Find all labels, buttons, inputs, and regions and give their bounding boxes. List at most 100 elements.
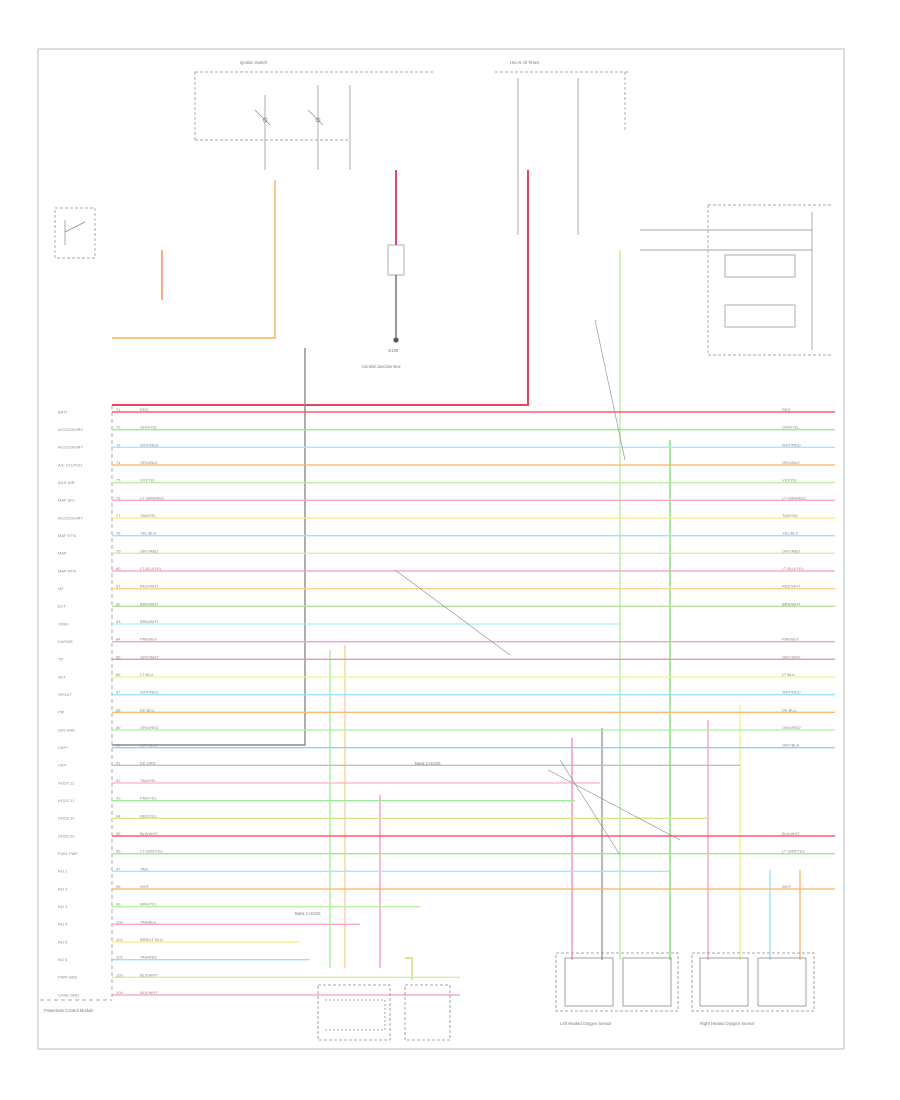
pcm-pin-number: 88 bbox=[116, 707, 121, 712]
pcm-pin-function: HO2S 22 bbox=[58, 833, 75, 838]
pcm-pin-function: INJ 3 bbox=[58, 904, 68, 909]
pcm-pin-number: 99 bbox=[116, 902, 121, 907]
pcm-pin-number: 104 bbox=[116, 990, 123, 995]
pcm-pin-number: 82 bbox=[116, 601, 121, 606]
pcm-pin-number: 94 bbox=[116, 813, 121, 818]
pcm-pin-number: 71 bbox=[116, 407, 121, 412]
pcm-wire-color: LT BLU bbox=[140, 672, 153, 677]
left-relay bbox=[54, 207, 96, 259]
pcm-module bbox=[40, 405, 113, 1001]
pcm-pin-function: INJ 4 bbox=[58, 922, 68, 927]
pcm-wire-color: RED/WHT bbox=[140, 584, 159, 589]
pcm-pin-function: INJ 5 bbox=[58, 939, 68, 944]
pcm-pin-function: MAP bbox=[58, 551, 67, 556]
pcm-wire-color: GRN/YEL bbox=[140, 425, 158, 430]
pcm-wire-color-far: RED/WHT bbox=[782, 584, 801, 589]
pcm-pin-number: 76 bbox=[116, 495, 121, 500]
pcm-pin-function: INJ 6 bbox=[58, 957, 68, 962]
pcm-pin-number: 102 bbox=[116, 955, 123, 960]
pcm-wire-color: TAN/YEL bbox=[140, 778, 157, 783]
relay-box bbox=[640, 204, 832, 356]
pcm-wire-color: WHT/RED bbox=[140, 690, 159, 695]
pcm-wire-color: BLK/WHT bbox=[140, 831, 158, 836]
pcm-wire-color-far: VIO/YEL bbox=[782, 478, 798, 483]
pcm-pin-number: 92 bbox=[116, 778, 121, 783]
pcm-wire-bundle bbox=[112, 411, 835, 996]
pcm-pin-number: 91 bbox=[116, 760, 121, 765]
pcm-wire-color-far: ORG/BLK bbox=[782, 460, 800, 465]
pcm-pin-function: IAT bbox=[58, 586, 64, 591]
pcm-pin-function: BATT bbox=[58, 409, 68, 414]
pcm-pin-function: MAP RTN bbox=[58, 568, 76, 573]
pcm-pin-number: 95 bbox=[116, 831, 121, 836]
pcm-pin-function: MAF RTN bbox=[58, 533, 76, 538]
pcm-pin-function: ACT bbox=[58, 674, 67, 679]
pcm-wire-color-far: LT GRN/YEL bbox=[782, 849, 806, 854]
sensor-boxes bbox=[555, 952, 815, 1012]
pcm-pin-function: TP bbox=[58, 657, 63, 662]
component-label-hot: Hot At All Times bbox=[510, 60, 539, 65]
pcm-pin-function: CKP- bbox=[58, 763, 68, 768]
component-label-fuse-panel: Central Junction Box bbox=[362, 364, 402, 369]
pcm-pin-function: IGN GND bbox=[58, 727, 75, 732]
component-label-sensor-left: Left Heated Oxygen Sensor bbox=[560, 1021, 612, 1026]
bottom-connectors bbox=[317, 984, 451, 1041]
pcm-wire-color: BRN/YEL bbox=[140, 902, 158, 907]
pcm-pin-number: 97 bbox=[116, 866, 121, 871]
pcm-pin-function: ACCESSORY bbox=[58, 445, 83, 450]
pcm-pin-number: 83 bbox=[116, 619, 121, 624]
pcm-pin-number: 79 bbox=[116, 548, 121, 553]
pcm-wire-color: PNK/YEL bbox=[140, 796, 158, 801]
pcm-pin-function: A/C CLUTCH bbox=[58, 462, 82, 467]
pcm-pin-function: INJ 2 bbox=[58, 886, 68, 891]
pcm-pin-function: HO2S 12 bbox=[58, 816, 75, 821]
leader-lines bbox=[394, 319, 681, 856]
component-label-bank2: Bank 2 HO2S bbox=[415, 761, 441, 766]
pcm-wire-color-far: GRY/BLK bbox=[782, 743, 800, 748]
pcm-wire-color: BRN/LT BLU bbox=[140, 937, 163, 942]
pcm-wire-color-far: WHT bbox=[782, 884, 792, 889]
pcm-pin-number: 103 bbox=[116, 972, 123, 977]
pcm-pin-function: ACCESSORY bbox=[58, 427, 83, 432]
pcm-wire-color: WHT bbox=[140, 884, 150, 889]
pcm-pin-function: FUEL PMP bbox=[58, 851, 78, 856]
pcm-pin-function: MAF SIG bbox=[58, 498, 74, 503]
pcm-wire-color-far: GRY/WHT bbox=[782, 654, 801, 659]
pcm-wire-color: TAN/BLK bbox=[140, 919, 157, 924]
pcm-wire-color: DK GRN bbox=[140, 760, 156, 765]
component-label-ignition: Ignition Switch bbox=[240, 60, 268, 65]
pcm-wire-color: RED bbox=[140, 407, 149, 412]
pcm-pin-function: INJ 1 bbox=[58, 869, 68, 874]
pcm-wire-color: GRY/WHT bbox=[140, 654, 159, 659]
ignition-switch-area bbox=[194, 71, 435, 170]
pcm-wire-color: RED/YEL bbox=[140, 813, 158, 818]
component-label-ground: G100 bbox=[388, 348, 399, 353]
pcm-wire-color: BRN/WHT bbox=[140, 601, 159, 606]
pcm-pin-number: 86 bbox=[116, 672, 121, 677]
pcm-wire-color: DK BLU bbox=[140, 707, 155, 712]
pcm-pin-number: 75 bbox=[116, 478, 121, 483]
pcm-wire-color: TAN bbox=[140, 866, 148, 871]
pcm-wire-color-far: RED bbox=[782, 407, 791, 412]
pcm-pin-number: 74 bbox=[116, 460, 121, 465]
pcm-wire-color-far: WHT/RED bbox=[782, 442, 801, 447]
pcm-wire-color: BLK/WHT bbox=[140, 972, 158, 977]
pcm-wire-color: ORG/RED bbox=[140, 725, 159, 730]
trunk-wires bbox=[112, 170, 801, 980]
pcm-pin-number: 93 bbox=[116, 796, 121, 801]
pcm-pin-function: PIP bbox=[58, 710, 65, 715]
pcm-wire-color-far: PNK/BLK bbox=[782, 637, 799, 642]
pcm-pin-function: ECT bbox=[58, 604, 67, 609]
pcm-wire-color: GRY/BLK bbox=[140, 743, 158, 748]
pcm-wire-color: BRN/WHT bbox=[140, 619, 159, 624]
pcm-pin-function: IDLE AIR bbox=[58, 480, 75, 485]
pcm-wire-color: BLK/WHT bbox=[140, 990, 158, 995]
component-label-bank1: Bank 1 HO2S bbox=[295, 911, 321, 916]
pcm-pin-function: CKP+ bbox=[58, 745, 69, 750]
pcm-wire-color-far: GRN/YEL bbox=[782, 425, 800, 430]
pcm-wire-color-far: BRN/WHT bbox=[782, 601, 801, 606]
fuse-area-right bbox=[495, 71, 630, 235]
pcm-wire-color: LT BLU/YEL bbox=[140, 566, 163, 571]
